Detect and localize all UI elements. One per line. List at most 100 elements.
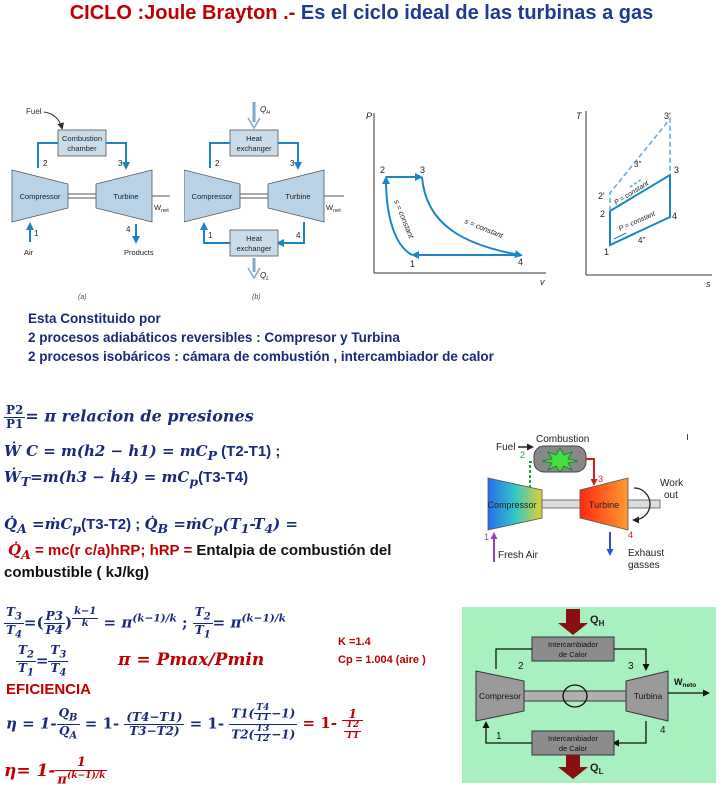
hx-top-label-1: Heat: [246, 134, 263, 143]
ts-s-axis-label: s: [706, 279, 711, 289]
green-hx-bottom-label-1: Intercambiador: [548, 734, 599, 743]
pv-state-2: 2: [380, 165, 385, 175]
work-out-label-2: out: [664, 490, 678, 501]
wnet-label: Wnet: [154, 203, 169, 214]
ts-state-3p: 3': [664, 111, 671, 121]
closed-state-4: 4: [296, 231, 301, 240]
fuel-label: Fuel: [26, 107, 42, 116]
fresh-air-label: Fresh Air: [498, 550, 539, 561]
green-hx-top-label-2: de Calor: [559, 650, 588, 659]
green-state-1: 1: [496, 731, 502, 742]
pv-process-3-4: [421, 176, 523, 259]
green-flow-2: [495, 648, 532, 669]
closed-flow-3: [278, 142, 302, 170]
page-title: CICLO :Joule Brayton .- Es el ciclo idea…: [0, 2, 723, 25]
efficiency-heading: EFICIENCIA: [6, 681, 92, 698]
ts-diagram: T s 1 2 2' 3 3' 3'' 4 4'' P = constant P…: [576, 111, 712, 289]
green-hx-bottom: [531, 730, 615, 756]
title-blue: Es el ciclo ideal de las turbinas a gas: [300, 2, 654, 24]
rotation-arrow: [632, 487, 651, 524]
caption-a: (a): [78, 294, 87, 301]
qh-arrow-head: [558, 623, 588, 635]
pv-state-1: 1: [410, 259, 415, 269]
combustion-heat-equation-line-2: combustible ( kJ/kg): [4, 564, 150, 581]
color-state-4: 4: [628, 530, 633, 540]
closed-state-3: 3: [290, 159, 295, 168]
ts-state-4pp: 4'': [638, 236, 646, 245]
green-qh-label: QH: [590, 614, 605, 628]
closed-state-2: 2: [215, 159, 220, 168]
green-flow-4: [612, 721, 647, 747]
compressor-work-equation: Ẇ C = m(h2 − h1) = mCP (T2-T1) ;: [4, 442, 281, 463]
green-state-2: 2: [518, 661, 524, 672]
compressor-label: Compressor: [20, 192, 61, 201]
green-shaft: [523, 690, 627, 702]
color-state-2: 2: [520, 450, 525, 460]
closed-state-1: 1: [208, 231, 213, 240]
heat-equations: Q̇A =ṁCp(T3-T2) ; Q̇B =ṁCp(T1-T4) =: [4, 515, 298, 536]
green-turbine-label: Turbina: [634, 691, 663, 701]
rotation-symbol: [562, 684, 588, 708]
pv-p-axis-label: P: [366, 111, 372, 121]
color-state-1: 1: [484, 532, 489, 542]
gas-turbine-color-diagram: Fuel Combustion 2 3 Compressor Turbine W…: [484, 434, 684, 571]
closed-flow-4: [276, 222, 305, 247]
air-label: Air: [24, 248, 34, 257]
turbine-work-equation: ẆT=m(h3 − ḣ4) = mCp(T3-T4): [4, 468, 249, 489]
color-flow-3: [586, 458, 598, 486]
closed-flow-2: [209, 142, 230, 168]
heat-exchanger-top: [229, 129, 279, 157]
color-compressor-shape: [487, 477, 543, 531]
pv-state-4: 4: [518, 257, 523, 267]
color-shaft: [541, 499, 587, 509]
ts-state-2: 2: [600, 209, 605, 219]
color-combustion-label: Combustion: [536, 434, 589, 445]
pv-diagram: P v 2 3 1 4 s = constant s = constant: [366, 111, 546, 287]
green-wneto-label: Wneto: [674, 677, 696, 689]
color-turbine-label: Turbine: [589, 500, 619, 510]
diagram-open-cycle: Fuel Combustion chamber Compressor Turbi…: [11, 107, 170, 301]
closed-compressor-label: Compressor: [192, 192, 233, 201]
ts-state-1: 1: [604, 247, 609, 257]
closed-turbine-shape: [267, 169, 325, 223]
green-compressor-shape: [475, 670, 525, 722]
chamber-label-2: chamber: [67, 144, 97, 153]
title-red: CICLO :Joule Brayton .-: [69, 2, 296, 24]
closed-compressor-shape: [184, 169, 241, 223]
closed-turbine-label: Turbine: [285, 192, 310, 201]
color-turbine-shape: [579, 477, 629, 531]
compressor-shape: [11, 169, 69, 223]
ql-arrow-head: [558, 767, 588, 779]
heat-exchanger-bottom: [229, 229, 279, 257]
flow-line-2: [37, 142, 58, 168]
color-fuel-label: Fuel: [496, 442, 515, 453]
turbine-label: Turbine: [113, 192, 138, 201]
hx-bottom-label-1: Heat: [246, 234, 263, 243]
k-value: K =1.4: [338, 636, 371, 648]
ts-t-axis-label: T: [576, 111, 583, 121]
ts-isobar-label-2: P = constant: [618, 210, 657, 233]
pv-state-3: 3: [420, 165, 425, 175]
ql-label: QL: [260, 271, 269, 282]
green-turbine-shape: [625, 670, 669, 722]
green-state-4: 4: [660, 725, 666, 736]
description-line-1: Esta Constituido por: [28, 311, 161, 326]
flame-icon: [541, 447, 579, 473]
closed-wnet-label: Wnet: [326, 203, 341, 214]
diagram-closed-cycle: QH Heat exchanger Compressor Turbine Wne…: [184, 102, 344, 301]
state-2-label: 2: [43, 159, 48, 168]
green-flow-3: [614, 648, 650, 671]
hx-bottom-label-2: exchanger: [236, 244, 272, 253]
pi-definition: π = Pmax/Pmin: [118, 650, 265, 670]
ts-cycle-dashed: [609, 116, 671, 211]
combustion-heat-equation: Q̇A = mc(r c/a)hRP; hRP = Entalpia de co…: [8, 541, 392, 562]
chamber-label-1: Combustion: [62, 134, 102, 143]
green-compressor-label: Compresor: [479, 691, 521, 701]
ts-state-2p: 2': [598, 191, 605, 201]
green-hx-bottom-label-2: de Calor: [559, 744, 588, 753]
state-4-label: 4: [126, 225, 131, 234]
